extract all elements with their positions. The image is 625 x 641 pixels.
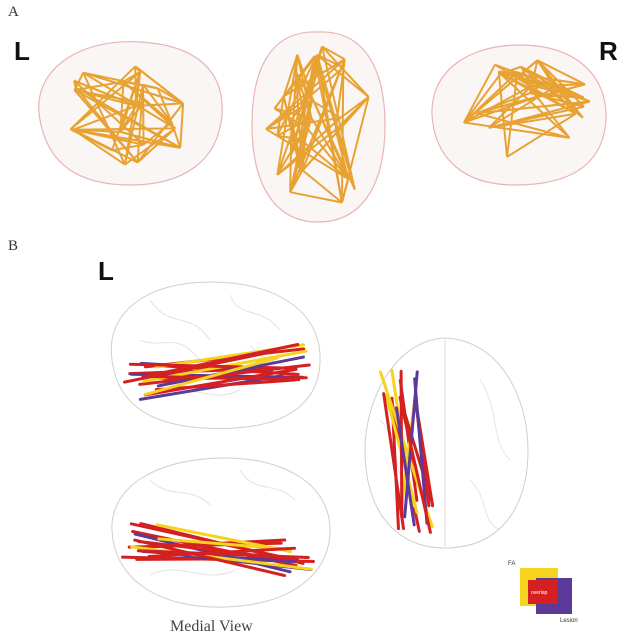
legend-overlap-label: overlap bbox=[531, 590, 547, 596]
brain-b-lateral-upper bbox=[111, 282, 320, 428]
brain-b-axial bbox=[365, 338, 528, 548]
legend-fa-label: FA bbox=[508, 561, 515, 567]
brain-b-medial bbox=[112, 458, 330, 607]
legend-lesion-label: Lesion bbox=[560, 618, 578, 624]
medial-view-caption: Medial View bbox=[170, 618, 253, 636]
